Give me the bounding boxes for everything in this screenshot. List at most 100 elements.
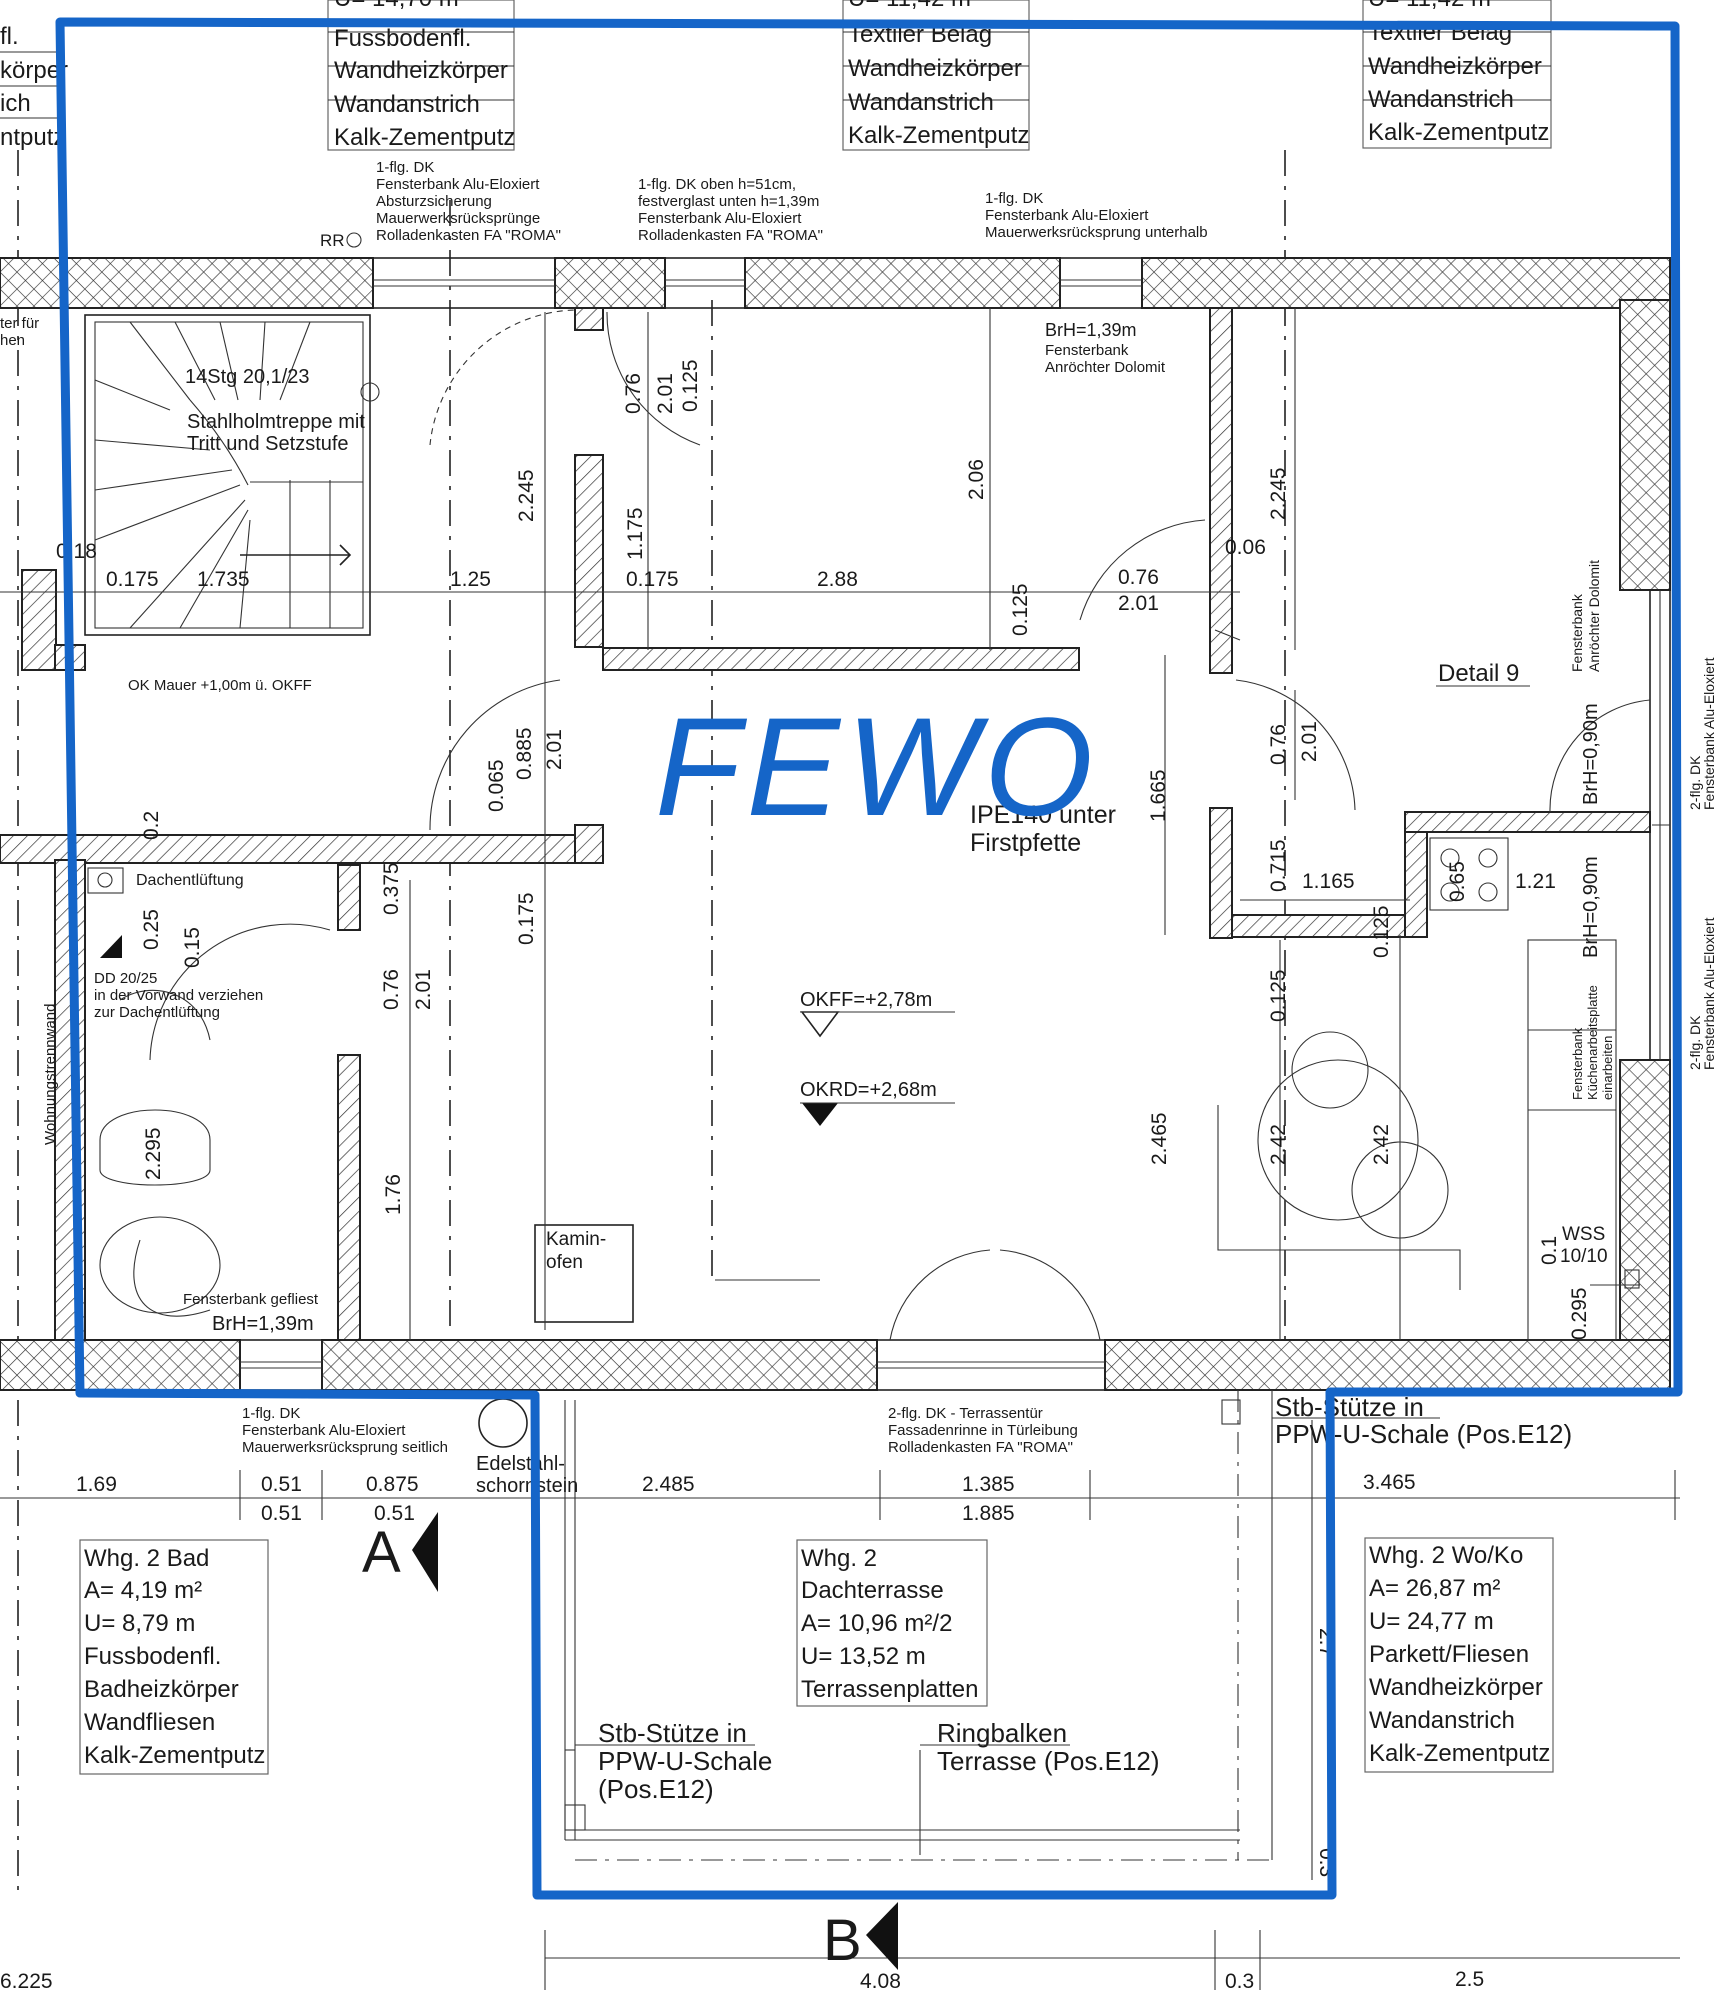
note-win3: 1-flg. DK bbox=[985, 190, 1043, 207]
note-win1: 1-flg. DK bbox=[376, 159, 434, 176]
note-wohnungstrennwand: Wohnungstrennwand bbox=[42, 1004, 59, 1146]
dim: 1.885 bbox=[962, 1502, 1015, 1525]
dim: 0.65 bbox=[1446, 861, 1469, 902]
room-row: Fussbodenfl. bbox=[334, 25, 471, 52]
room-row: A= 10,96 m²/2 bbox=[801, 1610, 952, 1637]
dim: 3.465 bbox=[1363, 1471, 1416, 1494]
interior-walls bbox=[0, 307, 1651, 1341]
dim: 0.125 bbox=[1370, 905, 1393, 958]
note-ring: Terrasse (Pos.E12) bbox=[937, 1746, 1160, 1776]
room-row: Kalk-Zementputz bbox=[1368, 119, 1549, 146]
note-win3: Mauerwerksrücksprung unterhalb bbox=[985, 224, 1208, 241]
dim: 0.25 bbox=[140, 909, 163, 950]
room-row: Fussbodenfl. bbox=[84, 1643, 221, 1670]
svg-text:B: B bbox=[823, 1908, 862, 1973]
dim: 2.465 bbox=[1148, 1112, 1171, 1165]
dim: 0.51 bbox=[374, 1502, 415, 1525]
room-row: Wandanstrich bbox=[1368, 86, 1514, 113]
dim: 0.175 bbox=[626, 568, 679, 591]
terrace bbox=[564, 1390, 1273, 1861]
windows bbox=[239, 257, 1671, 1391]
note-tuer: Fassadenrinne in Türleibung bbox=[888, 1422, 1078, 1439]
dim: 1.385 bbox=[962, 1473, 1015, 1496]
room-box-terrasse: Whg. 2 Dachterrasse A= 10,96 m²/2 U= 13,… bbox=[796, 1539, 988, 1707]
room-row: Wandheizkörper bbox=[848, 55, 1022, 82]
note-fb-gefl: Fensterbank gefliest bbox=[183, 1291, 319, 1308]
dim: 1.76 bbox=[382, 1174, 405, 1215]
room-row: Wandheizkörper bbox=[1369, 1674, 1543, 1701]
room-row: ntputz bbox=[0, 124, 65, 151]
dim: 0.15 bbox=[181, 927, 204, 968]
note-dd: in der Vorwand verziehen bbox=[94, 987, 263, 1004]
note-detail: Detail 9 bbox=[1438, 660, 1519, 687]
kaminofen bbox=[534, 1224, 634, 1323]
room-row: Wandanstrich bbox=[848, 89, 994, 116]
note-dd: zur Dachentlüftung bbox=[94, 1004, 220, 1021]
dim: 0.125 bbox=[679, 359, 702, 412]
note-fb-gefl: BrH=1,39m bbox=[212, 1313, 314, 1335]
dim: 1.21 bbox=[1515, 870, 1556, 893]
note-brh-top: BrH=1,39m bbox=[1045, 320, 1137, 340]
dim: 2.06 bbox=[965, 459, 988, 500]
note-right-edge: 2-flg. DK bbox=[1687, 755, 1703, 810]
room-row: fl. bbox=[0, 23, 19, 50]
note-right-edge: Fensterbank Alu-Eloxiert bbox=[1701, 657, 1715, 810]
room-row: Parkett/Fliesen bbox=[1369, 1641, 1529, 1668]
bath-fixtures bbox=[87, 867, 221, 1317]
room-row: U= 24,77 m bbox=[1369, 1608, 1494, 1635]
note-stair: 14Stg 20,1/23 bbox=[185, 366, 310, 388]
dim: 0.295 bbox=[1568, 1287, 1591, 1340]
kitchen-fixtures bbox=[1217, 837, 1640, 1341]
dim: 6.225 bbox=[0, 1970, 53, 1993]
dim: 2.42 bbox=[1267, 1124, 1290, 1165]
dim: 0.76 bbox=[1118, 566, 1159, 589]
dim: 0.51 bbox=[261, 1473, 302, 1496]
dim: 2.01 bbox=[543, 729, 566, 770]
svg-text:A: A bbox=[362, 1520, 401, 1585]
dim: 0.1 bbox=[1538, 1236, 1561, 1265]
dim: 2.245 bbox=[515, 469, 538, 522]
dimension-lines bbox=[0, 308, 1680, 1990]
room-row: U= 13,52 m bbox=[801, 1643, 926, 1670]
note-stb1: PPW-U-Schale (Pos.E12) bbox=[1275, 1419, 1572, 1449]
room-row: Wandfliesen bbox=[84, 1709, 215, 1736]
note-win-bottom: 1-flg. DK bbox=[242, 1405, 300, 1422]
note-fb-right2: Fensterbank bbox=[1570, 1027, 1585, 1100]
room-row: Whg. 2 bbox=[801, 1545, 877, 1572]
dim: 0.875 bbox=[366, 1473, 419, 1496]
room-row: Whg. 2 Bad bbox=[84, 1545, 209, 1572]
note-right-edge: Fensterbank Alu-Eloxiert bbox=[1701, 917, 1715, 1070]
room-row: Terrassenplatten bbox=[801, 1676, 978, 1703]
dim: 2.295 bbox=[142, 1127, 165, 1180]
fewo-boundary bbox=[55, 17, 1683, 1900]
dim: 0.175 bbox=[515, 892, 538, 945]
dim: 0.3 bbox=[1225, 1970, 1254, 1993]
note-win1: Mauerwerksrücksprünge bbox=[376, 210, 540, 227]
note-ipe: Firstpfette bbox=[970, 829, 1081, 857]
dim: 0.06 bbox=[1225, 536, 1266, 559]
dim: 0.76 bbox=[1267, 724, 1290, 765]
note-brh-r2: BrH=0,90m bbox=[1580, 856, 1602, 958]
note-win-bottom: Fensterbank Alu-Eloxiert bbox=[242, 1422, 406, 1439]
note-okff: OKFF=+2,78m bbox=[800, 989, 932, 1011]
room-row: Wandheizkörper bbox=[334, 57, 508, 84]
note-stb2: (Pos.E12) bbox=[598, 1774, 714, 1804]
dim: 1.165 bbox=[1302, 870, 1355, 893]
dim: 2.88 bbox=[817, 568, 858, 591]
room-row: ich bbox=[0, 90, 31, 117]
room-row: Dachterrasse bbox=[801, 1577, 944, 1604]
note-kamin: ofen bbox=[546, 1252, 583, 1273]
room-row: U= 11,42 m bbox=[1368, 0, 1491, 12]
dim: 1.175 bbox=[624, 507, 647, 560]
room-row: Whg. 2 Wo/Ko bbox=[1369, 1542, 1523, 1569]
note-tuer: 2-flg. DK - Terrassentür bbox=[888, 1405, 1043, 1422]
dim: 2.5 bbox=[1455, 1968, 1484, 1991]
room-row: A= 26,87 m² bbox=[1369, 1575, 1500, 1602]
note-fb-right1: Anröchter Dolomit bbox=[1586, 560, 1602, 672]
note-stb1: Stb-Stütze in bbox=[1275, 1392, 1424, 1422]
dim: 0.375 bbox=[380, 862, 403, 915]
dim: 0.885 bbox=[513, 727, 536, 780]
dim: 0.065 bbox=[485, 759, 508, 812]
dim: 0.175 bbox=[106, 568, 159, 591]
note-ok-mauer: OK Mauer +1,00m ü. OKFF bbox=[128, 677, 312, 694]
